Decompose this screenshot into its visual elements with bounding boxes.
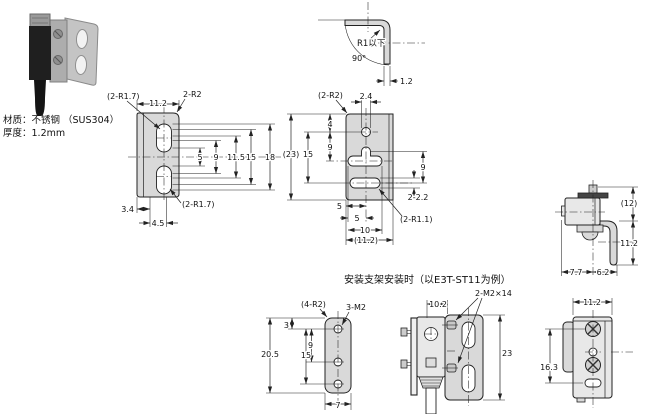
dim-16-3-label: 16.3 — [540, 363, 558, 372]
dim-4-label: 4 — [327, 120, 332, 129]
assembly-centerlines — [424, 308, 469, 406]
dim-12-label: (12) — [621, 199, 637, 208]
material-line: 材质：不锈钢 （SUS304） — [3, 115, 120, 126]
dim-6-2-label: 6.2 — [597, 268, 610, 277]
dim-9-label: 9 — [213, 153, 218, 162]
bend-thickness-label: 1.2 — [400, 77, 413, 86]
thread-holes-label: 3-M2 — [346, 303, 366, 312]
dim-23-label: 23 — [502, 349, 512, 358]
dim-5-label: 5 — [197, 153, 202, 162]
photo-sensor-body — [29, 13, 63, 116]
slot-radius-label: (2-R1.1) — [400, 215, 433, 224]
front-assembly-dimension-lines — [547, 299, 612, 383]
dim-20-5-label: 20.5 — [261, 350, 279, 359]
dim-15-label: 15 — [246, 153, 256, 162]
dim-15-label: 15 — [303, 150, 313, 159]
dim-7-7-label: 7.7 — [570, 268, 583, 277]
sensor-detail — [425, 357, 437, 368]
corner-radius-label: 2-R2 — [183, 90, 202, 99]
clamp-block — [576, 224, 604, 233]
bottom-slot-radius-label: (2-R1.7) — [182, 200, 215, 209]
assembly-sensor-body — [416, 316, 446, 378]
bend-radius-label: R1以下 — [357, 39, 386, 49]
assembly-ticks — [426, 300, 505, 401]
plate-extension-lines — [266, 317, 352, 410]
dim-18-label: 18 — [265, 153, 275, 162]
bent-plate-section — [344, 19, 391, 65]
dim-3-4-label: 3.4 — [121, 205, 134, 214]
mounting-wall — [410, 317, 418, 396]
dim-9-label: 9 — [308, 341, 313, 350]
bracket-front-view-drawing: (2-R1.7) 11.2 2-R2 5 9 11.5 15 18 3.4 4.… — [107, 90, 282, 229]
plate-corner-radius-label: (4-R2) — [301, 300, 326, 309]
mounting-plate-drawing: (4-R2) 3-M2 20.5 15 9 3 7 — [260, 300, 366, 411]
dim-4-5-label: 4.5 — [152, 219, 165, 228]
dim-9-left-label: 9 — [327, 143, 332, 152]
photo-cable — [34, 80, 46, 116]
dim-10-2-label: 10.2 — [429, 300, 447, 309]
side-dimension-lines — [288, 99, 426, 243]
l-bracket-profile — [599, 220, 618, 266]
mounted-side-view-drawing: (12) 11.2 7.7 6.2 — [555, 180, 639, 278]
overall-height-label: (23) — [283, 150, 299, 159]
bend-detail-drawing: R1以下 90° 1.2 — [318, 2, 425, 86]
mounting-section-title: 安装支架安装时（以E3T-ST11为例） — [344, 275, 511, 286]
bottom-tab — [576, 397, 586, 403]
photo-bracket — [49, 17, 99, 86]
width-label: 11.2 — [149, 99, 167, 108]
bracket-side-view-drawing: (2-R2) 2.4 (23) 15 4 9 9 2-2.2 5 5 10 (1… — [281, 91, 433, 247]
front-assembly-centerlines — [585, 310, 633, 408]
plate-dimension-lines — [267, 308, 351, 407]
dim-11-5-label: 11.5 — [227, 153, 245, 162]
dim-7-label: 7 — [335, 401, 340, 410]
bend-angle-label: 90° — [352, 54, 366, 63]
assembly-front-drawing: 11.2 16.3 — [539, 297, 633, 408]
dim-10-label: 10 — [360, 226, 370, 235]
slot-width-label: 2-2.2 — [408, 193, 429, 202]
dim-3-label: 3 — [284, 321, 289, 330]
assembly-side-drawing: 10.2 2-M2×14 23 — [400, 288, 513, 414]
dim-11-2-label: 11.2 — [583, 298, 601, 307]
bend-centerlines — [367, 2, 425, 44]
screws-label: 2-M2×14 — [475, 289, 512, 298]
front-dimension-lines — [126, 98, 273, 226]
front-extension-lines — [136, 100, 275, 227]
product-photo — [29, 13, 99, 116]
material-caption: 材质：不锈钢 （SUS304） 厚度：1.2mm — [3, 114, 119, 140]
cable-assembly — [418, 376, 444, 414]
top-slot-radius-label: (2-R1.7) — [107, 92, 140, 101]
mounted-side-dimension-lines — [561, 187, 636, 275]
overall-width-label: (11.2) — [354, 236, 378, 245]
dim-2-4-label: 2.4 — [360, 92, 373, 101]
dim-9-right-label: 9 — [420, 163, 425, 172]
dim-15-label: 15 — [301, 351, 311, 360]
dim-11-2-label: 11.2 — [620, 239, 638, 248]
thickness-line: 厚度：1.2mm — [3, 128, 66, 139]
bend-construction-lines — [318, 19, 398, 86]
clamp-tab — [581, 231, 599, 241]
dim-5-lower-label: 5 — [354, 214, 359, 223]
front-centerlines — [128, 105, 282, 201]
assembly-dimension-lines — [427, 297, 503, 400]
sensor-lens-step — [561, 205, 566, 217]
wall-screws — [400, 327, 411, 369]
dim-5-upper-label: 5 — [337, 202, 342, 211]
side-corner-radius-label: (2-R2) — [318, 91, 343, 100]
